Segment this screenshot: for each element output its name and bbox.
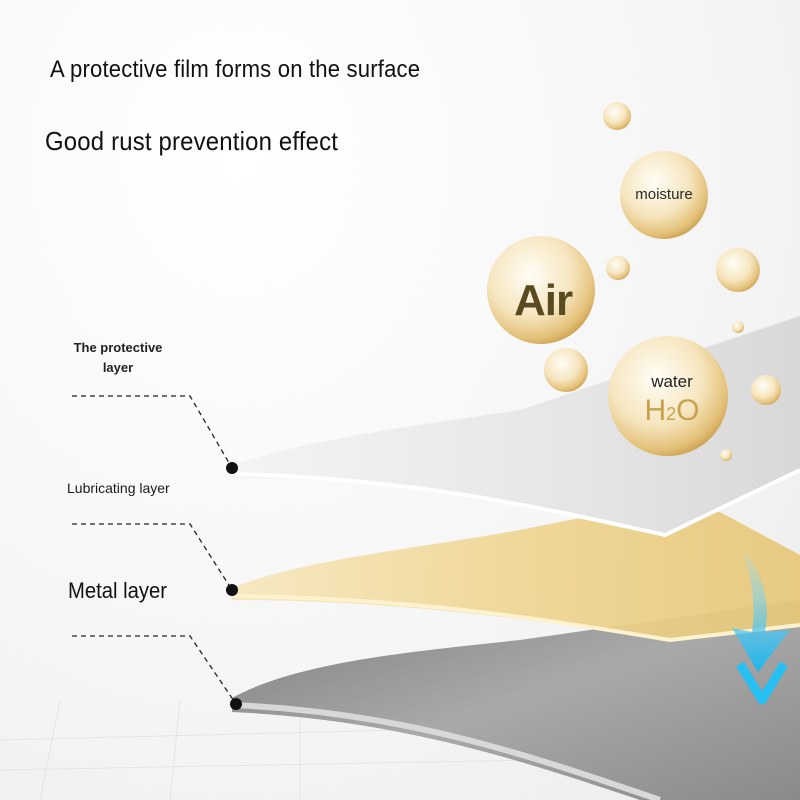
bubble-small-5 [544,348,588,392]
bubble-moisture [620,151,708,239]
h2o-main: H [644,394,667,427]
h2o-tail: O [676,394,700,427]
protective-layer-edge [231,468,800,538]
blue-down-arrow-icon [732,548,790,705]
bubble-small-6 [751,375,781,405]
lubricating-layer-edge [231,594,800,643]
leader-lines [72,395,237,705]
bubble-small-4 [732,321,744,333]
protective-layer-dot [226,462,238,474]
bubble-small-1 [603,102,631,130]
bubble-water [608,336,728,456]
bubble-small-7 [720,449,732,461]
label-protective-layer: The protective layer [66,338,170,378]
bubble-label-water: water [651,372,693,391]
label-protective-line2: layer [102,360,134,375]
bubbles [487,102,781,461]
metal-layer-dot [230,698,242,710]
bubble-small-3 [716,248,760,292]
label-lubricating-layer: Lubricating layer [67,480,170,496]
bubble-label-moisture: moisture [635,186,693,203]
headline-protective-film: A protective film forms on the surface [50,56,421,83]
label-protective-line1: The protective [73,340,163,355]
metal-layer-sheet [232,600,800,800]
bubble-label-air: Air [513,276,573,325]
headline-rust-prevention: Good rust prevention effect [45,126,339,156]
metal-layer-edge [231,702,661,800]
label-metal-layer: Metal layer [68,578,167,603]
bubble-label-h2o: H2O [620,394,724,428]
h2o-subscript: 2 [666,404,677,424]
lubricating-layer-dot [226,584,238,596]
bubble-air [487,236,595,344]
bubble-small-2 [606,256,630,280]
